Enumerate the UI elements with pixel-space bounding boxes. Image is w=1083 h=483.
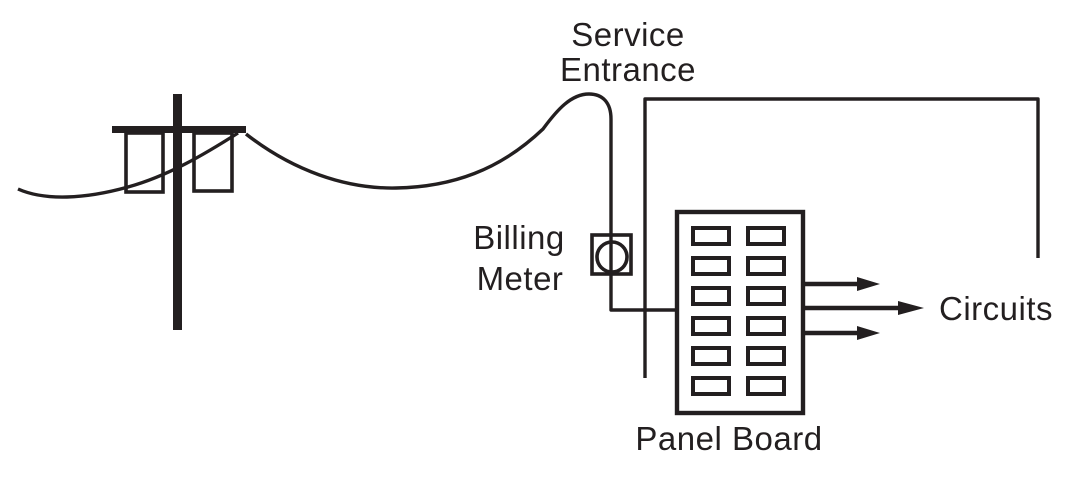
service-entrance-label-line1: Service — [571, 16, 685, 53]
panel-board-label: Panel Board — [635, 420, 822, 457]
breaker-slot — [691, 376, 731, 396]
distribution-line — [17, 131, 239, 199]
service-entrance-feeder-line — [643, 97, 1040, 378]
transformer-left-icon — [124, 131, 165, 194]
billing-meter-label-line2: Meter — [477, 260, 564, 297]
breaker-slot — [691, 256, 731, 276]
circuits-label: Circuits — [939, 290, 1053, 327]
circuit-arrow-bottom — [803, 326, 880, 340]
service-drop-line — [244, 92, 677, 312]
breaker-slot — [746, 286, 786, 306]
circuit-arrow-middle — [803, 301, 924, 315]
service-entrance-label-line2: Entrance — [560, 51, 696, 88]
breaker-slot — [691, 286, 731, 306]
breaker-grid — [691, 226, 786, 396]
breaker-slot — [746, 376, 786, 396]
panel-board-symbol — [674, 209, 806, 416]
arrow-head-icon — [857, 277, 880, 291]
breaker-slot — [691, 226, 731, 246]
breaker-slot — [746, 316, 786, 336]
arrow-head-icon — [898, 301, 924, 315]
arrow-head-icon — [857, 326, 880, 340]
transformer-right-icon — [192, 131, 234, 193]
breaker-slot — [691, 316, 731, 336]
breaker-slot — [746, 256, 786, 276]
pole-mast — [173, 94, 182, 330]
breaker-slot — [746, 226, 786, 246]
pole-crossarm — [112, 126, 246, 133]
meter-dial — [595, 240, 629, 274]
circuit-arrow-top — [803, 277, 880, 291]
meter-square — [590, 233, 633, 276]
breaker-slot — [691, 346, 731, 366]
utility-pole-symbol — [112, 94, 246, 330]
breaker-slot — [746, 346, 786, 366]
billing-meter-label-line1: Billing — [473, 219, 565, 256]
billing-meter-icon — [590, 233, 633, 276]
